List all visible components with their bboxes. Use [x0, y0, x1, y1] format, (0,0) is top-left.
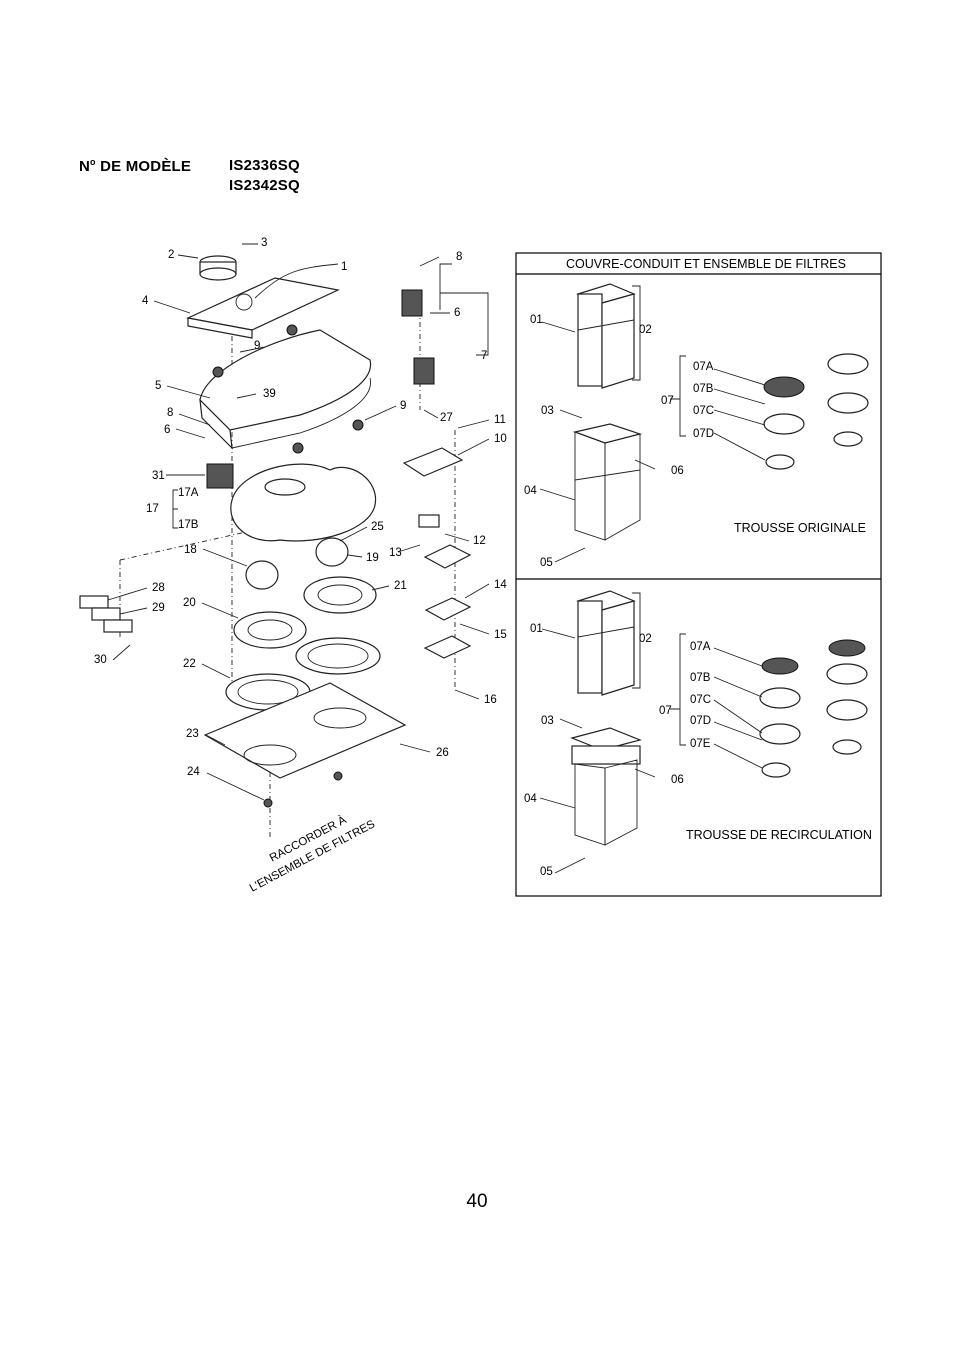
callout-11: 11: [494, 414, 506, 426]
blower-wheel-left: [233, 611, 307, 649]
recirc-callout-01: 01: [530, 623, 543, 635]
callout-2: 2: [168, 249, 174, 261]
recirc-callout-07a: 07A: [690, 641, 711, 653]
callout-39: 39: [263, 388, 276, 400]
callout-25: 25: [371, 521, 384, 533]
side-panel-title: COUVRE-CONDUIT ET ENSEMBLE DE FILTRES: [566, 257, 846, 271]
duct-collar: [199, 255, 237, 281]
callout-29: 29: [152, 602, 165, 614]
recirc-callout-03: 03: [541, 715, 554, 727]
callout-12: 12: [473, 535, 486, 547]
callout-17b: 17B: [178, 519, 199, 531]
recirc-callout-04: 04: [524, 793, 537, 805]
model-number-1: IS2336SQ: [229, 157, 300, 174]
callout-15: 15: [494, 629, 507, 641]
callout-17a: 17A: [178, 487, 199, 499]
callout-4: 4: [142, 295, 149, 307]
model-number-label: No DE MODÈLE: [79, 157, 192, 175]
original-kit: 01 02 03 04 05 06 07 07A 07B 07C 07D TRO…: [524, 283, 869, 569]
orig-callout-07: 07: [661, 395, 674, 407]
callout-14: 14: [494, 579, 507, 591]
orig-callout-07c: 07C: [693, 405, 714, 417]
orig-callout-07a: 07A: [693, 361, 714, 373]
callout-21: 21: [394, 580, 407, 592]
model-number-2: IS2342SQ: [229, 177, 300, 194]
callout-22: 22: [183, 658, 196, 670]
callout-24: 24: [187, 766, 200, 778]
orig-callout-07d: 07D: [693, 428, 714, 440]
orig-callout-05: 05: [540, 557, 553, 569]
callout-8-upper: 8: [456, 251, 462, 263]
callout-6-lower: 6: [164, 424, 170, 436]
bottom-plate: [203, 682, 407, 779]
orig-callout-07b: 07B: [693, 383, 714, 395]
recirculation-kit-label: TROUSSE DE RECIRCULATION: [686, 828, 872, 842]
recirc-callout-06: 06: [671, 774, 684, 786]
recirc-callout-05: 05: [540, 866, 553, 878]
callout-27: 27: [440, 412, 453, 424]
callout-28: 28: [152, 582, 165, 594]
callout-6-upper: 6: [454, 307, 460, 319]
orig-callout-01: 01: [530, 314, 543, 326]
callout-1: 1: [341, 261, 347, 273]
callout-9-right: 9: [400, 400, 406, 412]
orig-callout-02: 02: [639, 324, 652, 336]
callout-17: 17: [146, 503, 159, 515]
callout-18: 18: [184, 544, 197, 556]
callout-23: 23: [186, 728, 199, 740]
recirc-callout-07c: 07C: [690, 694, 711, 706]
callout-31: 31: [152, 470, 165, 482]
recirc-callout-07d: 07D: [690, 715, 711, 727]
hood-body: [199, 329, 372, 450]
orig-callout-06: 06: [671, 465, 684, 477]
main-exploded-view: 1 2 3 4 5 6 7 8 9 9 10 11 12 13 14 15 16…: [79, 237, 507, 895]
callout-30: 30: [94, 654, 107, 666]
callout-19: 19: [366, 552, 379, 564]
recirc-callout-07b: 07B: [690, 672, 711, 684]
callout-9-left: 9: [254, 340, 260, 352]
callout-10: 10: [494, 433, 507, 445]
callout-26: 26: [436, 747, 449, 759]
callout-7: 7: [481, 350, 487, 362]
orig-callout-04: 04: [524, 485, 537, 497]
blower-wheel-right: [303, 576, 377, 614]
recirculation-kit: 01 02 03 04 05 06 07 07A 07B 07C 07D 07E…: [524, 590, 872, 878]
ring-right: [295, 637, 381, 675]
page-number: 40: [466, 1191, 488, 1212]
callout-16: 16: [484, 694, 497, 706]
orig-callout-03: 03: [541, 405, 554, 417]
recirc-callout-02: 02: [639, 633, 652, 645]
recirc-callout-07e: 07E: [690, 738, 711, 750]
callout-3: 3: [261, 237, 267, 249]
callout-8-lower: 8: [167, 407, 173, 419]
blower-housing: [230, 463, 377, 542]
recirc-callout-07: 07: [659, 705, 672, 717]
side-panel: COUVRE-CONDUIT ET ENSEMBLE DE FILTRES: [515, 252, 882, 897]
original-kit-label: TROUSSE ORIGINALE: [734, 521, 866, 535]
callout-5: 5: [155, 380, 161, 392]
control-box: [206, 463, 234, 489]
callout-13: 13: [389, 547, 402, 559]
callout-20: 20: [183, 597, 196, 609]
